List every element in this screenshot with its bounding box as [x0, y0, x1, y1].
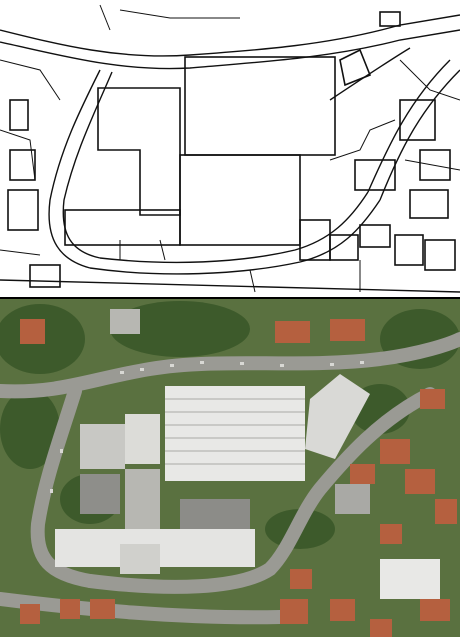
aerial-photo-panel: [0, 297, 460, 637]
cadastral-map-panel: [0, 0, 460, 298]
parking-lot: [180, 499, 250, 534]
parcel-lines: [0, 4, 460, 293]
road-outlines: [0, 14, 460, 293]
large-building-outline: [184, 56, 336, 156]
cadastral-map-drawing: [0, 4, 460, 293]
middle-building-outline: [179, 154, 301, 246]
building-outlines: [7, 11, 456, 288]
aerial-buildings: [55, 309, 440, 599]
red-roof-houses: [20, 319, 457, 637]
parked-cars: [50, 361, 364, 493]
aerial-roads: [0, 332, 460, 625]
left-building-outline: [97, 87, 181, 216]
aerial-photo-drawing: [0, 299, 460, 637]
large-white-roof: [165, 386, 305, 481]
